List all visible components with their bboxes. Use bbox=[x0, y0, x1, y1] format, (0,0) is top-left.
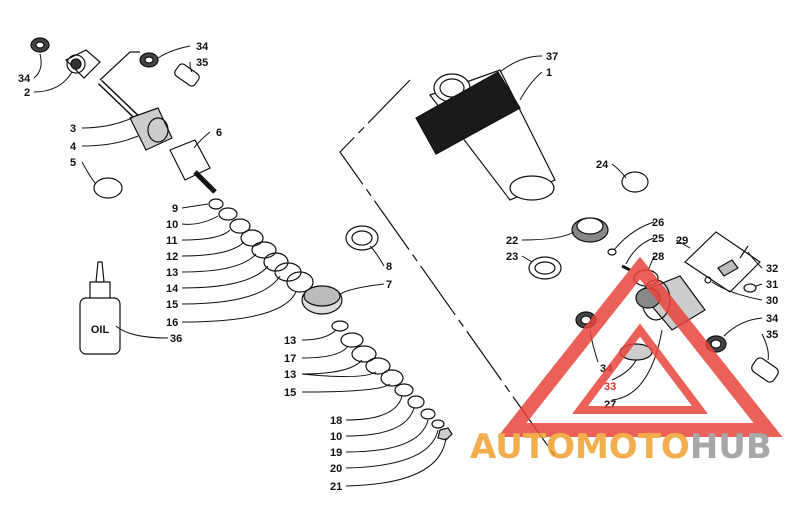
callout-11: 11 bbox=[166, 235, 178, 247]
callout-18: 18 bbox=[330, 415, 342, 427]
callout-10-a: 10 bbox=[166, 219, 178, 231]
spring-seat-34-35 bbox=[139, 52, 200, 87]
watermark-part1: AUTOMOTO bbox=[470, 427, 690, 467]
bushing-8 bbox=[345, 225, 379, 251]
callout-13-a: 13 bbox=[166, 267, 178, 279]
end-cap-22 bbox=[571, 217, 609, 243]
callout-34-a: 34 bbox=[18, 73, 31, 85]
o-ring-24 bbox=[621, 171, 649, 193]
callout-6: 6 bbox=[216, 127, 222, 139]
callout-29: 29 bbox=[676, 235, 688, 247]
callout-35-b: 35 bbox=[766, 329, 778, 341]
callout-24: 24 bbox=[596, 159, 609, 171]
callout-15-a: 15 bbox=[166, 299, 178, 311]
bushing-34-top bbox=[30, 37, 50, 53]
callout-35-a: 35 bbox=[196, 57, 208, 69]
callout-33: 33 bbox=[604, 381, 616, 393]
callout-37: 37 bbox=[546, 51, 558, 63]
callout-21: 21 bbox=[330, 481, 342, 493]
callout-36: 36 bbox=[170, 333, 182, 345]
callout-5: 5 bbox=[70, 157, 76, 169]
seal-head-4 bbox=[129, 107, 173, 151]
callout-7: 7 bbox=[386, 279, 392, 291]
callout-15-b: 15 bbox=[284, 387, 296, 399]
callout-23: 23 bbox=[506, 251, 518, 263]
callout-4: 4 bbox=[70, 141, 77, 153]
assembly-line bbox=[339, 79, 556, 457]
oil-label: OIL bbox=[91, 324, 110, 336]
callout-30: 30 bbox=[766, 295, 778, 307]
callout-32: 32 bbox=[766, 263, 778, 275]
callout-28: 28 bbox=[652, 251, 664, 263]
callout-9: 9 bbox=[172, 203, 178, 215]
callout-22: 22 bbox=[506, 235, 518, 247]
callout-13-b: 13 bbox=[284, 335, 296, 347]
callout-34-b: 34 bbox=[196, 41, 209, 53]
callout-20: 20 bbox=[330, 463, 342, 475]
watermark-text: AUTOMOTOHUB bbox=[470, 427, 772, 467]
callout-8: 8 bbox=[386, 261, 392, 273]
callout-10-b: 10 bbox=[330, 431, 342, 443]
washer-stack-center bbox=[331, 320, 453, 441]
o-ring-5 bbox=[93, 177, 123, 199]
bumper-6 bbox=[169, 139, 217, 194]
watermark-logo: AUTOMOTOHUB bbox=[470, 256, 783, 467]
callout-19: 19 bbox=[330, 447, 342, 459]
valve-assembly-29 bbox=[684, 231, 761, 293]
piston-7 bbox=[301, 285, 343, 315]
leader-lines bbox=[33, 45, 769, 487]
watermark-part2: HUB bbox=[690, 427, 772, 467]
callout-14: 14 bbox=[166, 283, 179, 295]
decal-37 bbox=[415, 71, 521, 155]
small-parts-25-26 bbox=[607, 248, 631, 272]
eyelet-2 bbox=[64, 49, 101, 79]
washer-stack-left bbox=[208, 198, 314, 293]
callout-34-c: 34 bbox=[766, 313, 779, 325]
callout-12: 12 bbox=[166, 251, 178, 263]
callout-26: 26 bbox=[652, 217, 664, 229]
callout-13-c: 13 bbox=[284, 369, 296, 381]
callout-3: 3 bbox=[70, 123, 76, 135]
link-line-top bbox=[99, 51, 140, 81]
callout-25: 25 bbox=[652, 233, 664, 245]
callout-31: 31 bbox=[766, 279, 778, 291]
callout-16: 16 bbox=[166, 317, 178, 329]
bushing-23 bbox=[528, 256, 562, 280]
callout-2: 2 bbox=[24, 87, 30, 99]
callout-17: 17 bbox=[284, 353, 296, 365]
oil-bottle bbox=[79, 261, 121, 355]
callout-1: 1 bbox=[546, 67, 552, 79]
